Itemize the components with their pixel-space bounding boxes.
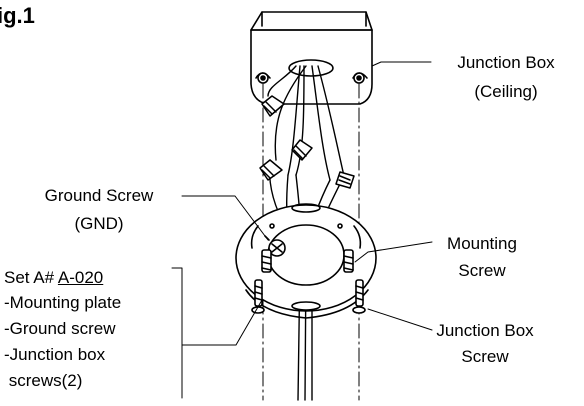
junction-box-label: Junction Box <box>457 53 555 72</box>
ground-screw-drawing <box>264 235 286 257</box>
parts-set-prefix: Set A# <box>4 268 58 287</box>
wire-nuts <box>259 95 355 189</box>
junction-box-drawing <box>250 11 373 105</box>
junction-box-sublabel: (Ceiling) <box>474 82 538 101</box>
junction-box-screw-label: Junction Box <box>436 321 534 340</box>
junction-box-screw-drawing <box>251 279 366 314</box>
parts-set-code: A-020 <box>57 268 104 287</box>
ground-screw-sublabel: (GND) <box>74 214 124 233</box>
parts-set-item: -Ground screw <box>4 319 116 338</box>
figure-label: ig.1 <box>0 3 35 28</box>
leader-lines <box>171 61 433 399</box>
parts-set-item: -Junction box <box>4 345 106 364</box>
mounting-screw-label: Mounting <box>447 234 517 253</box>
junction-box-screw-sublabel: Screw <box>461 347 509 366</box>
ground-screw-label: Ground Screw <box>44 186 154 205</box>
parts-set-item: -Mounting plate <box>4 293 122 312</box>
mounting-screw-drawing <box>261 249 354 273</box>
parts-set-item: screws(2) <box>4 371 83 390</box>
mounting-screw-sublabel: Screw <box>458 261 506 280</box>
mounting-plate-drawing <box>235 203 377 319</box>
parts-set-heading: Set A# A-020 <box>4 267 103 289</box>
